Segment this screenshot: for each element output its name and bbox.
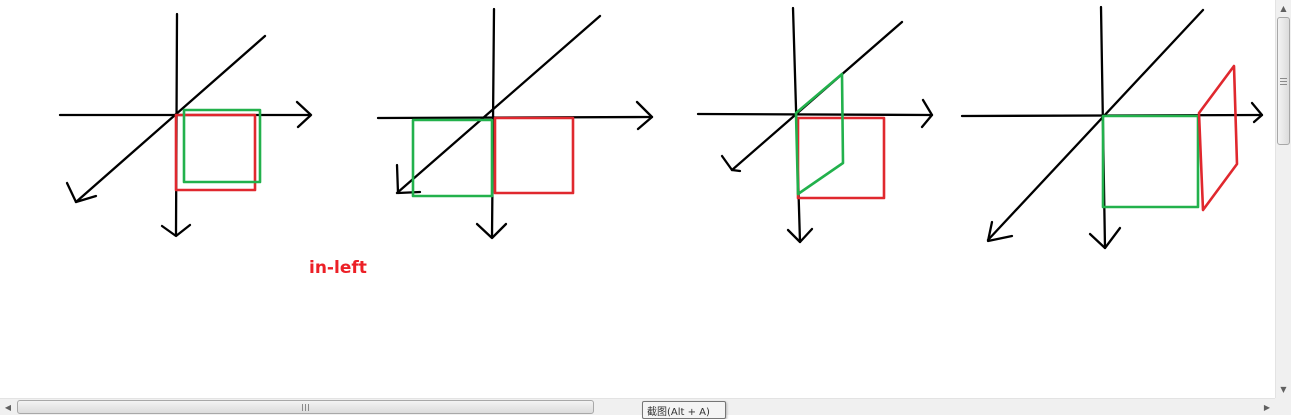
- panel-4-z-axis: [986, 8, 1205, 242]
- panel-3-z-arrowhead: [720, 154, 742, 173]
- drawing-canvas: in-left: [58, 5, 1264, 278]
- panel-4-x-arrowhead: [1250, 101, 1264, 124]
- panel-2-y-arrowhead: [475, 222, 508, 240]
- screenshot-tooltip: 截图(Alt + A): [642, 401, 726, 419]
- arrow-left-icon: ◀: [4, 402, 12, 412]
- panel-1-axes: [58, 12, 313, 238]
- arrow-up-icon: ▲: [1280, 3, 1287, 13]
- scroll-down-button[interactable]: ▼: [1276, 381, 1291, 397]
- horizontal-scrollbar[interactable]: ◀ ▶: [0, 398, 1275, 415]
- scroll-right-button[interactable]: ▶: [1259, 399, 1275, 415]
- arrow-down-icon: ▼: [1280, 384, 1287, 394]
- panel-2-x-arrowhead: [635, 100, 654, 131]
- panel-1-x-arrowhead: [295, 100, 313, 129]
- panel-2-z-axis: [395, 14, 602, 195]
- panel-3-x-arrowhead: [920, 98, 934, 129]
- panel-2-axes: [376, 7, 654, 240]
- scroll-up-button[interactable]: ▲: [1276, 0, 1291, 16]
- arrow-right-icon: ▶: [1263, 402, 1271, 412]
- panel-4: [960, 5, 1264, 250]
- panel-2: [376, 7, 654, 240]
- panel-1-z-arrowhead: [65, 181, 98, 204]
- panel-2-green-square: [411, 118, 494, 198]
- panel-1-green-square: [182, 108, 262, 184]
- axes-drawing: [58, 5, 1264, 250]
- in-left-caption: in-left: [309, 258, 367, 278]
- panel-4-red-parallelogram: [1197, 64, 1239, 212]
- scrollbar-corner: [1275, 398, 1291, 415]
- panel-1: [58, 12, 313, 238]
- panel-2-red-square: [493, 116, 575, 195]
- horizontal-scroll-thumb[interactable]: [17, 400, 594, 414]
- panel-3-green-parallelogram: [794, 72, 845, 196]
- grip-icon: [302, 403, 309, 411]
- grip-icon: [1280, 77, 1287, 85]
- vertical-scroll-thumb[interactable]: [1277, 17, 1290, 145]
- panel-1-red-square: [174, 113, 257, 192]
- panel-3-axes: [696, 6, 934, 244]
- panel-4-axes: [960, 5, 1264, 250]
- panel-4-green-square: [1101, 114, 1200, 209]
- panel-1-y-arrowhead: [160, 223, 192, 238]
- panel-1-z-axis: [74, 34, 267, 204]
- panel-3-x-axis: [696, 112, 934, 117]
- panel-4-y-arrowhead: [1088, 226, 1122, 250]
- panel-4-z-arrowhead: [986, 220, 1014, 243]
- panel-3: [696, 6, 934, 244]
- vertical-scrollbar[interactable]: ▲ ▼: [1275, 0, 1291, 398]
- panel-3-y-arrowhead: [786, 227, 814, 244]
- scroll-left-button[interactable]: ◀: [0, 399, 16, 415]
